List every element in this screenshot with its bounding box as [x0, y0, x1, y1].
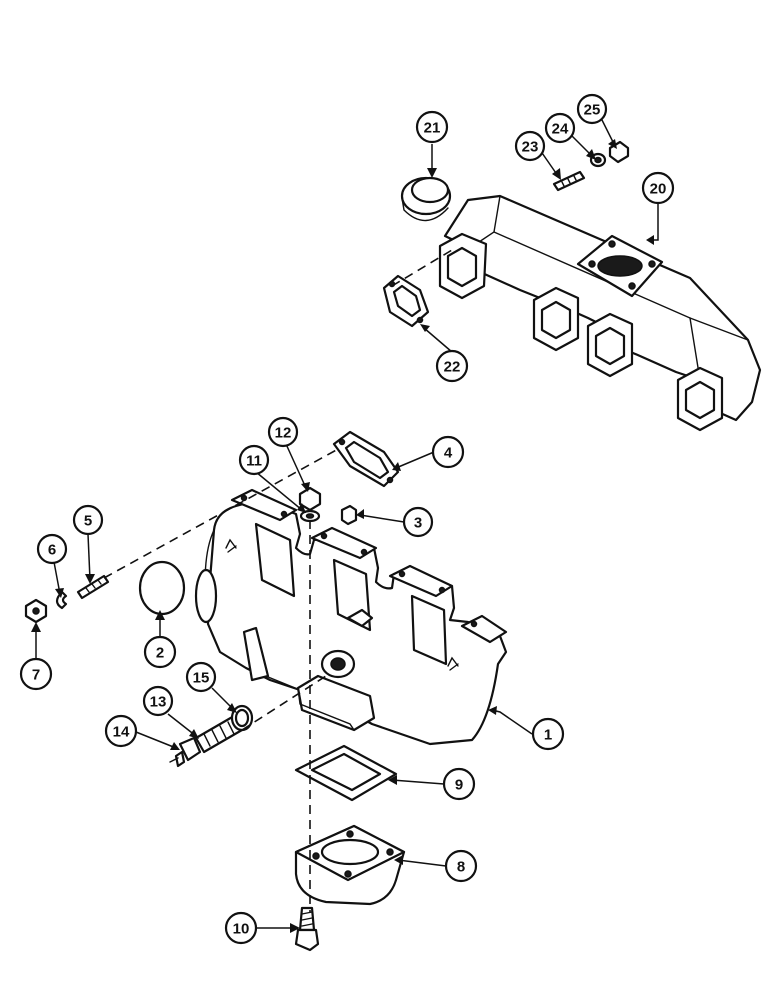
callout-label: 13	[150, 694, 167, 711]
callout-12: 12	[267, 416, 299, 448]
callout-23: 23	[514, 130, 546, 162]
callout-20: 20	[641, 171, 675, 205]
callout-24: 24	[544, 112, 576, 144]
part-12-nut	[298, 486, 322, 512]
part-6-washer	[55, 590, 68, 610]
part-21-ring	[400, 176, 452, 222]
callout-22: 22	[435, 349, 469, 383]
callout-label: 14	[113, 724, 130, 741]
callout-label: 3	[414, 515, 422, 532]
part-5-stud	[76, 574, 110, 600]
callout-label: 22	[444, 359, 461, 376]
callout-label: 12	[275, 425, 292, 442]
callout-label: 6	[48, 542, 56, 559]
part-10-bolt	[294, 906, 320, 952]
callout-label: 23	[522, 139, 539, 156]
callout-label: 1	[544, 727, 552, 744]
leader-arrows	[31, 139, 654, 933]
callout-label: 8	[457, 859, 465, 876]
callout-9: 9	[442, 767, 476, 801]
callout-label: 20	[650, 181, 667, 198]
callout-label: 15	[193, 670, 210, 687]
callout-1: 1	[531, 717, 565, 751]
part-20-upper-manifold	[438, 194, 762, 432]
part-7-nut	[24, 598, 48, 624]
part-11-washer	[299, 509, 321, 523]
part-3-nut	[340, 504, 358, 526]
callout-label: 21	[424, 120, 441, 137]
part-24-washer	[589, 152, 607, 168]
callout-2: 2	[143, 635, 177, 669]
callout-label: 7	[32, 667, 40, 684]
callout-25: 25	[576, 93, 608, 125]
part-1-lower-manifold	[194, 488, 508, 746]
callout-label: 5	[84, 513, 92, 530]
callout-7: 7	[19, 657, 53, 691]
callout-label: 2	[156, 645, 164, 662]
callout-8: 8	[444, 849, 478, 883]
part-8-elbow	[294, 824, 406, 906]
callout-5: 5	[72, 504, 104, 536]
part-2-plug	[138, 560, 186, 616]
callout-label: 4	[444, 445, 453, 462]
callout-15: 15	[185, 661, 217, 693]
callout-11: 11	[238, 444, 270, 476]
part-9-gasket	[294, 744, 398, 802]
callout-label: 10	[233, 921, 250, 938]
callout-label: 25	[584, 102, 601, 119]
callout-label: 11	[246, 453, 262, 470]
callout-3: 3	[402, 506, 434, 538]
part-23-stud	[552, 170, 586, 192]
callout-10: 10	[224, 911, 258, 945]
callout-6: 6	[36, 533, 68, 565]
part-14-sender	[169, 736, 202, 768]
alignment-line-sender	[241, 675, 327, 731]
callout-14: 14	[104, 714, 138, 748]
callout-4: 4	[431, 435, 465, 469]
part-4-gasket	[332, 430, 400, 488]
callout-label: 24	[552, 121, 569, 138]
callout-21: 21	[415, 110, 449, 144]
callout-13: 13	[142, 685, 174, 717]
part-22-gasket	[382, 274, 430, 328]
callout-label: 9	[455, 777, 463, 794]
alignment-line-upper	[391, 249, 453, 287]
